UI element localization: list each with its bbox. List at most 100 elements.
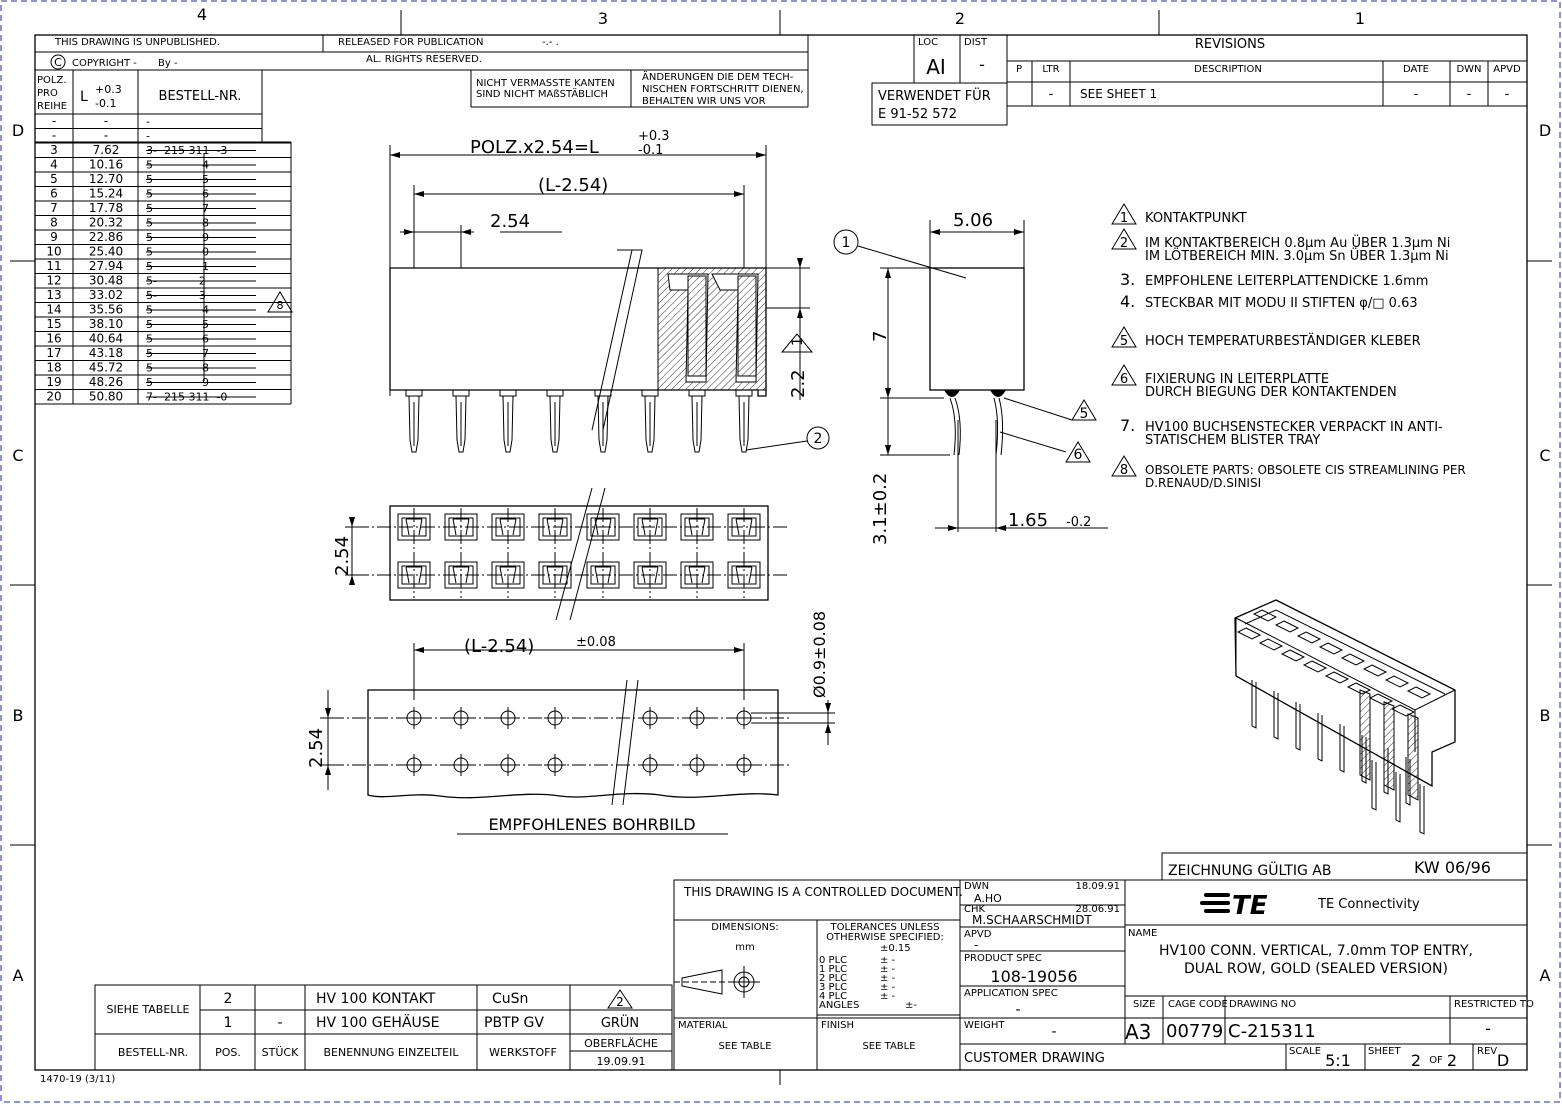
part-number-table: POLZ. PRO REIHE L +0.3 -0.1 BESTELL-NR. … — [34, 69, 293, 405]
table-cell-poles: 14 — [46, 303, 61, 317]
table-cell-poles: 11 — [46, 259, 61, 273]
zone-label-right-a: A — [1540, 966, 1551, 985]
scale-label: SCALE — [1289, 1046, 1321, 1057]
bom-see-table: SIEHE TABELLE — [107, 1003, 190, 1016]
note-line: D.RENAUD/D.SINISI — [1145, 476, 1261, 490]
chk-label: CHK — [964, 904, 986, 915]
tip-dimension: 2.2 — [788, 369, 809, 398]
iso-pin — [1251, 680, 1257, 729]
table-cell-poles: 12 — [46, 274, 61, 288]
bom-row2-name: HV 100 GEHÄUSE — [316, 1013, 440, 1031]
pin — [691, 395, 703, 453]
drawing-no-label: DRAWING NO — [1229, 999, 1296, 1010]
iso-cell-bottom — [1280, 649, 1306, 662]
tolerance-row-value: ± - — [880, 982, 896, 993]
tolerance-row-label: 2 PLC — [819, 973, 847, 984]
height-dimension: 7 — [870, 331, 891, 342]
used-for-label: VERWENDET FÜR — [878, 87, 991, 104]
note-flag — [1111, 228, 1137, 250]
part-name-line1: HV100 CONN. VERTICAL, 7.0mm TOP ENTRY, — [1159, 943, 1473, 959]
table-cell-poles: 16 — [46, 332, 61, 346]
bom-row1-pos: 2 — [224, 991, 233, 1007]
offset-dimension: 1.65 — [1008, 510, 1048, 531]
iso-cell-top — [1274, 620, 1300, 633]
table-cell-poles: 10 — [46, 245, 61, 259]
table-cell-length: 35.56 — [89, 303, 123, 317]
note-number: 7. — [1120, 416, 1135, 435]
pin-shoulder — [499, 390, 517, 397]
note-flag — [1111, 203, 1137, 225]
revision-ltr: - — [1049, 87, 1054, 102]
total-length-tol-plus: +0.3 — [638, 129, 670, 144]
dimensions-unit: mm — [735, 942, 754, 953]
controlled-document-note: THIS DRAWING IS A CONTROLLED DOCUMENT. — [683, 885, 963, 899]
dwn-label: DWN — [964, 881, 989, 892]
table-cell-poles: 6 — [50, 187, 58, 201]
offset-tolerance: -0.2 — [1066, 515, 1091, 530]
pin — [408, 395, 420, 453]
flag-5: 5 — [1080, 406, 1089, 422]
tolerances-title-1: TOLERANCES UNLESS — [830, 922, 940, 933]
pin-shoulder — [641, 390, 659, 397]
hole-pattern-view: (L-2.54) ±0.08 Ø0.9±0.08 2.54 EMPFOHLENE… — [306, 611, 835, 835]
size-value: A3 — [1125, 1020, 1151, 1044]
note-line: STECKBAR MIT MODU II STIFTEN φ/□ 0.63 — [1145, 296, 1418, 311]
iso-cell-top — [1384, 675, 1410, 688]
table-cell-length: 43.18 — [89, 346, 123, 360]
zone-label-top-2: 2 — [955, 9, 965, 28]
pin — [549, 395, 561, 453]
bom-row1-surface: 2 — [616, 995, 624, 1009]
part-name-line2: DUAL ROW, GOLD (SEALED VERSION) — [1184, 961, 1448, 977]
note-line: STATISCHEM BLISTER TRAY — [1145, 433, 1320, 448]
iso-pin — [1295, 702, 1301, 751]
changes-note-line3: BEHALTEN WIR UNS VOR — [642, 96, 766, 107]
iso-cell-bottom — [1324, 671, 1350, 684]
bom-row2-surface: GRÜN — [601, 1014, 639, 1031]
dwn-name: A.HO — [974, 892, 1002, 905]
note-number: 4. — [1120, 292, 1135, 311]
table-cell-order-no: - — [146, 115, 150, 128]
table-cell-length: 40.64 — [89, 332, 123, 346]
table-cell-length: 17.78 — [89, 201, 123, 215]
table-cell-length: 15.24 — [89, 187, 123, 201]
top-row-pitch-dimension: 2.54 — [332, 536, 353, 576]
tolerance-row-label: ANGLES — [819, 1000, 859, 1011]
tip-note-flag: 1 — [790, 337, 806, 346]
table-cell-length: - — [104, 129, 108, 143]
iso-contact-cells — [1236, 609, 1432, 717]
iso-cell-bottom — [1258, 638, 1284, 651]
copyright-by: By - — [158, 58, 178, 69]
zone-label-top-3: 3 — [598, 9, 608, 28]
unpublished-note: THIS DRAWING IS UNPUBLISHED. — [54, 37, 220, 48]
iso-cell-bottom — [1236, 627, 1262, 640]
chk-name: M.SCHAARSCHMIDT — [972, 913, 1092, 927]
revision-description: SEE SHEET 1 — [1080, 87, 1157, 101]
note-flag — [1111, 326, 1137, 348]
table-cell-length: - — [104, 114, 108, 128]
dwn-date: 18.09.91 — [1075, 881, 1120, 892]
sheet-total: 2 — [1447, 1051, 1457, 1070]
application-spec-label: APPLICATION SPEC — [964, 988, 1058, 999]
note-number: 1 — [1120, 211, 1128, 226]
inner-length-dimension: (L-2.54) — [538, 175, 608, 196]
balloon-1: 1 — [842, 235, 851, 251]
copyright-note: COPYRIGHT - — [72, 58, 137, 69]
bom-row2-qty: - — [277, 1015, 282, 1031]
form-id: 1470-19 (3/11) — [40, 1074, 115, 1085]
dist-value: - — [979, 55, 985, 74]
note-line: IM KONTAKTBEREICH 0.8µm Au ÜBER 1.3µm Ni — [1145, 234, 1450, 251]
iso-cell-bottom — [1390, 704, 1416, 717]
iso-pin — [1317, 713, 1323, 762]
te-logo-text: TE — [1232, 891, 1268, 921]
table-cell-poles: 18 — [46, 361, 61, 375]
tolerance-row-value: ±- — [905, 1000, 917, 1011]
edges-note-line1: NICHT VERMASSTE KANTEN — [476, 78, 615, 89]
sheet-value: 2 — [1411, 1051, 1421, 1070]
apvd-value: - — [974, 938, 978, 952]
table-cell-poles: 4 — [50, 158, 58, 172]
tolerance-row-value: ± - — [880, 955, 896, 966]
hole-span-dimension: (L-2.54) — [464, 636, 534, 657]
